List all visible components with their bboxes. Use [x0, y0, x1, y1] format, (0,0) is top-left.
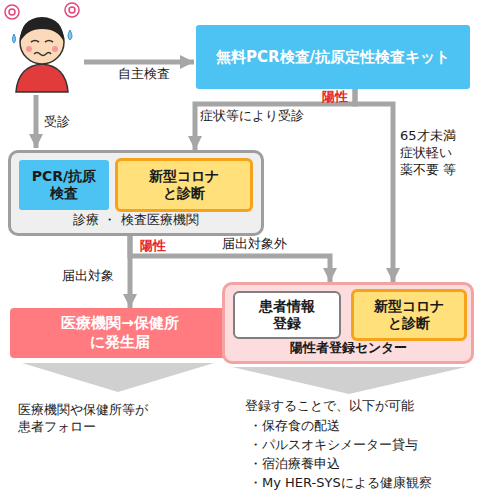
node-text: 診療 ・ 検査医療機関 [73, 212, 198, 228]
node-text: 無料PCR検査/抗原定性検査キット [216, 48, 450, 67]
note-text: 登録することで、以下が可能 [245, 398, 414, 415]
node-text: 新型コロナ と診断 [368, 298, 450, 333]
result-label: 陽性 [322, 89, 348, 106]
test-box: PCR/抗原 検査 [19, 160, 109, 210]
bullet-item: ・My HER-SYSによる健康観察 [249, 475, 432, 492]
registration-box: 患者情報 登録 [233, 291, 341, 339]
diagnosis-box: 新型コロナ と診断 [351, 289, 467, 341]
flow-arrow [128, 236, 133, 308]
arrow-label: 自主検査 [118, 66, 170, 83]
node-text: 患者情報 登録 [253, 298, 321, 333]
clinic-group: 診療 ・ 検査医療機関 PCR/抗原 検査新型コロナ と診断 [8, 150, 264, 236]
edge-label: 症状等により受診 [200, 108, 304, 125]
arrow-label: 受診 [44, 114, 70, 131]
note-text: 医療機関や保健所等が 患者フォロー [18, 402, 223, 436]
flow-arrow [130, 236, 330, 282]
bullet-item: ・宿泊療養申込 [249, 456, 340, 473]
down-chevron [22, 363, 214, 392]
sick-person-illustration [5, 3, 79, 92]
node-text: 陽性者登録センター [290, 340, 407, 356]
diagnosis-box: 新型コロナ と診断 [115, 158, 253, 212]
node-text: 医療機関→保健所 に発生届 [40, 314, 200, 352]
edge-label: 65才未満 症状軽い 薬不要 等 [400, 128, 468, 179]
bullet-item: ・保存食の配送 [249, 418, 340, 435]
edge-label: 届出対象外 [222, 236, 287, 253]
node-text: 新型コロナ と診断 [138, 168, 230, 203]
visit-arrow [34, 95, 39, 148]
edge-label: 届出対象 [62, 268, 114, 285]
flow-arrow [355, 89, 393, 282]
self-test-arrow [84, 60, 194, 65]
registration-center-group: 陽性者登録センター 患者情報 登録 新型コロナ と診断 [222, 282, 474, 364]
test-kit-box: 無料PCR検査/抗原定性検査キット [196, 25, 470, 89]
bullet-item: ・パルスオキシメーター貸与 [249, 437, 418, 454]
node-text: PCR/抗原 検査 [25, 168, 103, 203]
notification-box: 医療機関→保健所 に発生届 [10, 308, 230, 358]
flow-arrow [195, 89, 355, 150]
result-label: 陽性 [140, 238, 166, 255]
down-chevron [232, 367, 466, 394]
